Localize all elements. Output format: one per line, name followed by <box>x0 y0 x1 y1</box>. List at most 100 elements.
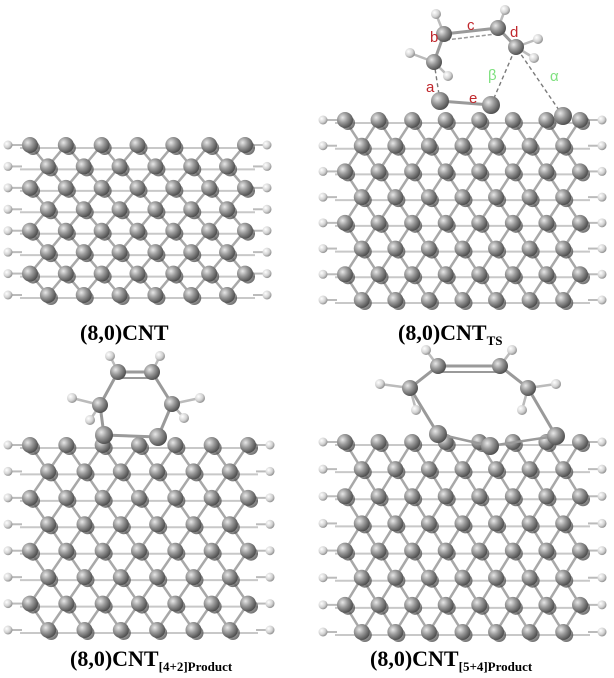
carbon-atom <box>203 489 220 506</box>
carbon-atom <box>437 112 454 128</box>
hydrogen-atom <box>262 183 272 193</box>
carbon-atom <box>129 137 146 153</box>
cc-bond <box>526 387 558 437</box>
carbon-atom <box>488 461 505 478</box>
carbon-atom <box>437 542 454 559</box>
carbon-atom <box>554 107 572 125</box>
carbon-atom <box>538 542 555 559</box>
carbon-atom <box>240 489 256 506</box>
carbon-atom <box>547 427 565 445</box>
panel-pristine-cnt <box>3 137 272 305</box>
carbon-atom <box>201 179 218 196</box>
hydrogen-atom <box>3 493 13 503</box>
bond-c <box>443 26 499 36</box>
carbon-atom <box>436 26 452 42</box>
carbon-atom <box>75 244 92 261</box>
hydrogen-atom <box>597 218 607 228</box>
hydrogen-atom <box>507 345 517 355</box>
carbon-atom <box>538 266 555 283</box>
bond-c-double <box>445 33 497 41</box>
carbon-atom <box>538 112 555 128</box>
carbon-atom <box>490 20 506 36</box>
hydrogen-atom <box>318 218 328 228</box>
carbon-atom <box>76 463 93 480</box>
hydrogen-atom <box>318 115 328 125</box>
carbon-atom <box>482 96 500 114</box>
hydrogen-atom <box>597 192 607 202</box>
carbon-atom <box>420 189 437 206</box>
hydrogen-atom <box>431 9 441 19</box>
carbon-atom <box>538 163 555 180</box>
carbon-atom <box>404 542 421 559</box>
carbon-atom <box>76 622 93 638</box>
carbon-atom <box>39 287 56 303</box>
carbon-atom <box>504 542 521 559</box>
carbon-atom <box>504 596 521 613</box>
carbon-atom <box>555 569 572 586</box>
carbon-atom <box>387 240 404 257</box>
carbon-atom <box>504 488 521 505</box>
carbon-atom <box>488 292 505 308</box>
hydrogen-atom <box>265 599 275 609</box>
nanotube-lattice <box>3 437 275 640</box>
carbon-atom <box>110 364 126 380</box>
carbon-atom <box>221 516 238 533</box>
hydrogen-atom <box>262 161 272 171</box>
carbon-atom <box>404 214 421 231</box>
hydrogen-atom <box>3 269 13 279</box>
carbon-atom <box>183 244 200 261</box>
carbon-atom <box>337 542 353 559</box>
carbon-atom <box>488 569 505 586</box>
carbon-atom <box>165 222 182 239</box>
carbon-atom <box>521 189 538 206</box>
carbon-atom <box>39 201 56 218</box>
panel-diels-alder-product <box>3 351 275 640</box>
carbon-atom <box>504 112 521 128</box>
carbon-atom <box>22 137 38 153</box>
carbon-atom <box>75 158 92 175</box>
carbon-atom <box>240 437 256 453</box>
hydrogen-atom <box>3 226 13 236</box>
hydrogen-atom <box>411 405 421 415</box>
hydrogen-atom <box>265 493 275 503</box>
carbon-atom <box>131 595 147 612</box>
carbon-atom <box>437 163 454 180</box>
carbon-atom <box>431 92 449 110</box>
carbon-atom <box>370 542 387 559</box>
hydrogen-atom <box>318 546 328 556</box>
carbon-atom <box>387 189 404 206</box>
carbon-atom <box>149 463 166 480</box>
carbon-atom <box>481 437 499 455</box>
carbon-atom <box>370 434 387 450</box>
carbon-atom <box>572 266 588 283</box>
hydrogen-atom <box>3 161 13 171</box>
carbon-atom <box>521 292 538 308</box>
carbon-atom <box>167 437 184 453</box>
carbon-atom <box>185 463 202 480</box>
carbon-atom <box>538 488 555 505</box>
hydrogen-atom <box>3 247 13 257</box>
carbon-atom <box>131 489 147 506</box>
hydrogen-atom <box>262 269 272 279</box>
hydrogen-atom <box>533 34 543 44</box>
carbon-atom <box>22 437 38 453</box>
carbon-atom <box>387 137 404 154</box>
caption-pristine-cnt: (8,0)CNT <box>80 320 169 345</box>
carbon-atom <box>555 461 572 478</box>
carbon-atom <box>58 595 75 612</box>
carbon-atom <box>555 189 572 206</box>
carbon-atom <box>201 222 218 239</box>
carbon-atom <box>402 380 418 396</box>
carbon-atom <box>149 516 166 533</box>
carbon-atom <box>167 595 184 612</box>
carbon-atom <box>183 201 200 218</box>
hydrogen-atom <box>262 290 272 300</box>
hydrogen-atom <box>318 437 328 447</box>
carbon-atom <box>129 179 146 196</box>
carbon-atom <box>131 437 147 453</box>
carbon-atom <box>454 240 471 257</box>
nanotube-lattice <box>318 434 607 642</box>
hydrogen-atom <box>375 379 385 389</box>
carbon-atom <box>164 396 180 412</box>
